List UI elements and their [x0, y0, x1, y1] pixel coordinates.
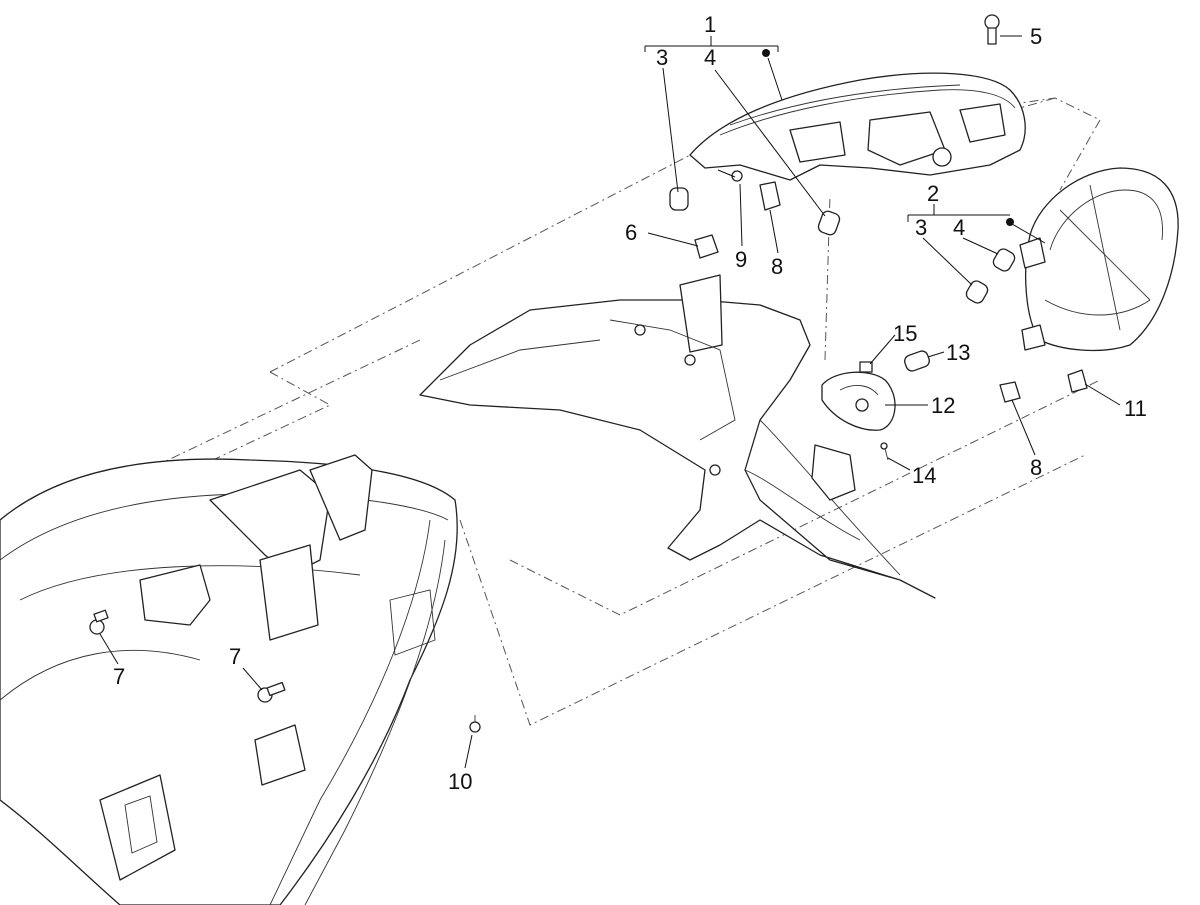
tail-light-assembly-2	[1019, 167, 1179, 352]
callout-7: 7	[229, 644, 241, 669]
callout-9: 9	[735, 247, 747, 272]
callout-10: 10	[448, 769, 472, 794]
callout-11: 11	[1124, 396, 1147, 421]
callout-14: 14	[912, 463, 936, 488]
callout-3: 3	[915, 215, 927, 240]
small-parts	[89, 14, 1088, 733]
callout-2: 2	[927, 181, 939, 206]
callout-15: 15	[893, 321, 917, 346]
callout-labels: 1 2 3 4 3 4 5 6 7 7 8 8 9 10 11 12 13 14…	[113, 12, 1147, 794]
callout-12: 12	[931, 393, 955, 418]
tail-light-assembly-1	[689, 72, 1026, 181]
leader-lines	[99, 35, 1121, 769]
callout-3: 3	[656, 45, 668, 70]
license-light-housing	[821, 371, 896, 431]
callout-4: 4	[953, 215, 965, 240]
callout-13: 13	[946, 340, 970, 365]
callout-6: 6	[625, 220, 637, 245]
rear-body-frame	[0, 454, 458, 905]
callout-1: 1	[704, 12, 716, 37]
callout-8: 8	[771, 254, 783, 279]
callout-4: 4	[704, 45, 716, 70]
bullet-marker	[762, 49, 770, 57]
callout-5: 5	[1030, 24, 1042, 49]
rear-mudguard-bracket	[419, 274, 936, 599]
callout-8: 8	[1030, 455, 1042, 480]
callout-7: 7	[113, 664, 125, 689]
